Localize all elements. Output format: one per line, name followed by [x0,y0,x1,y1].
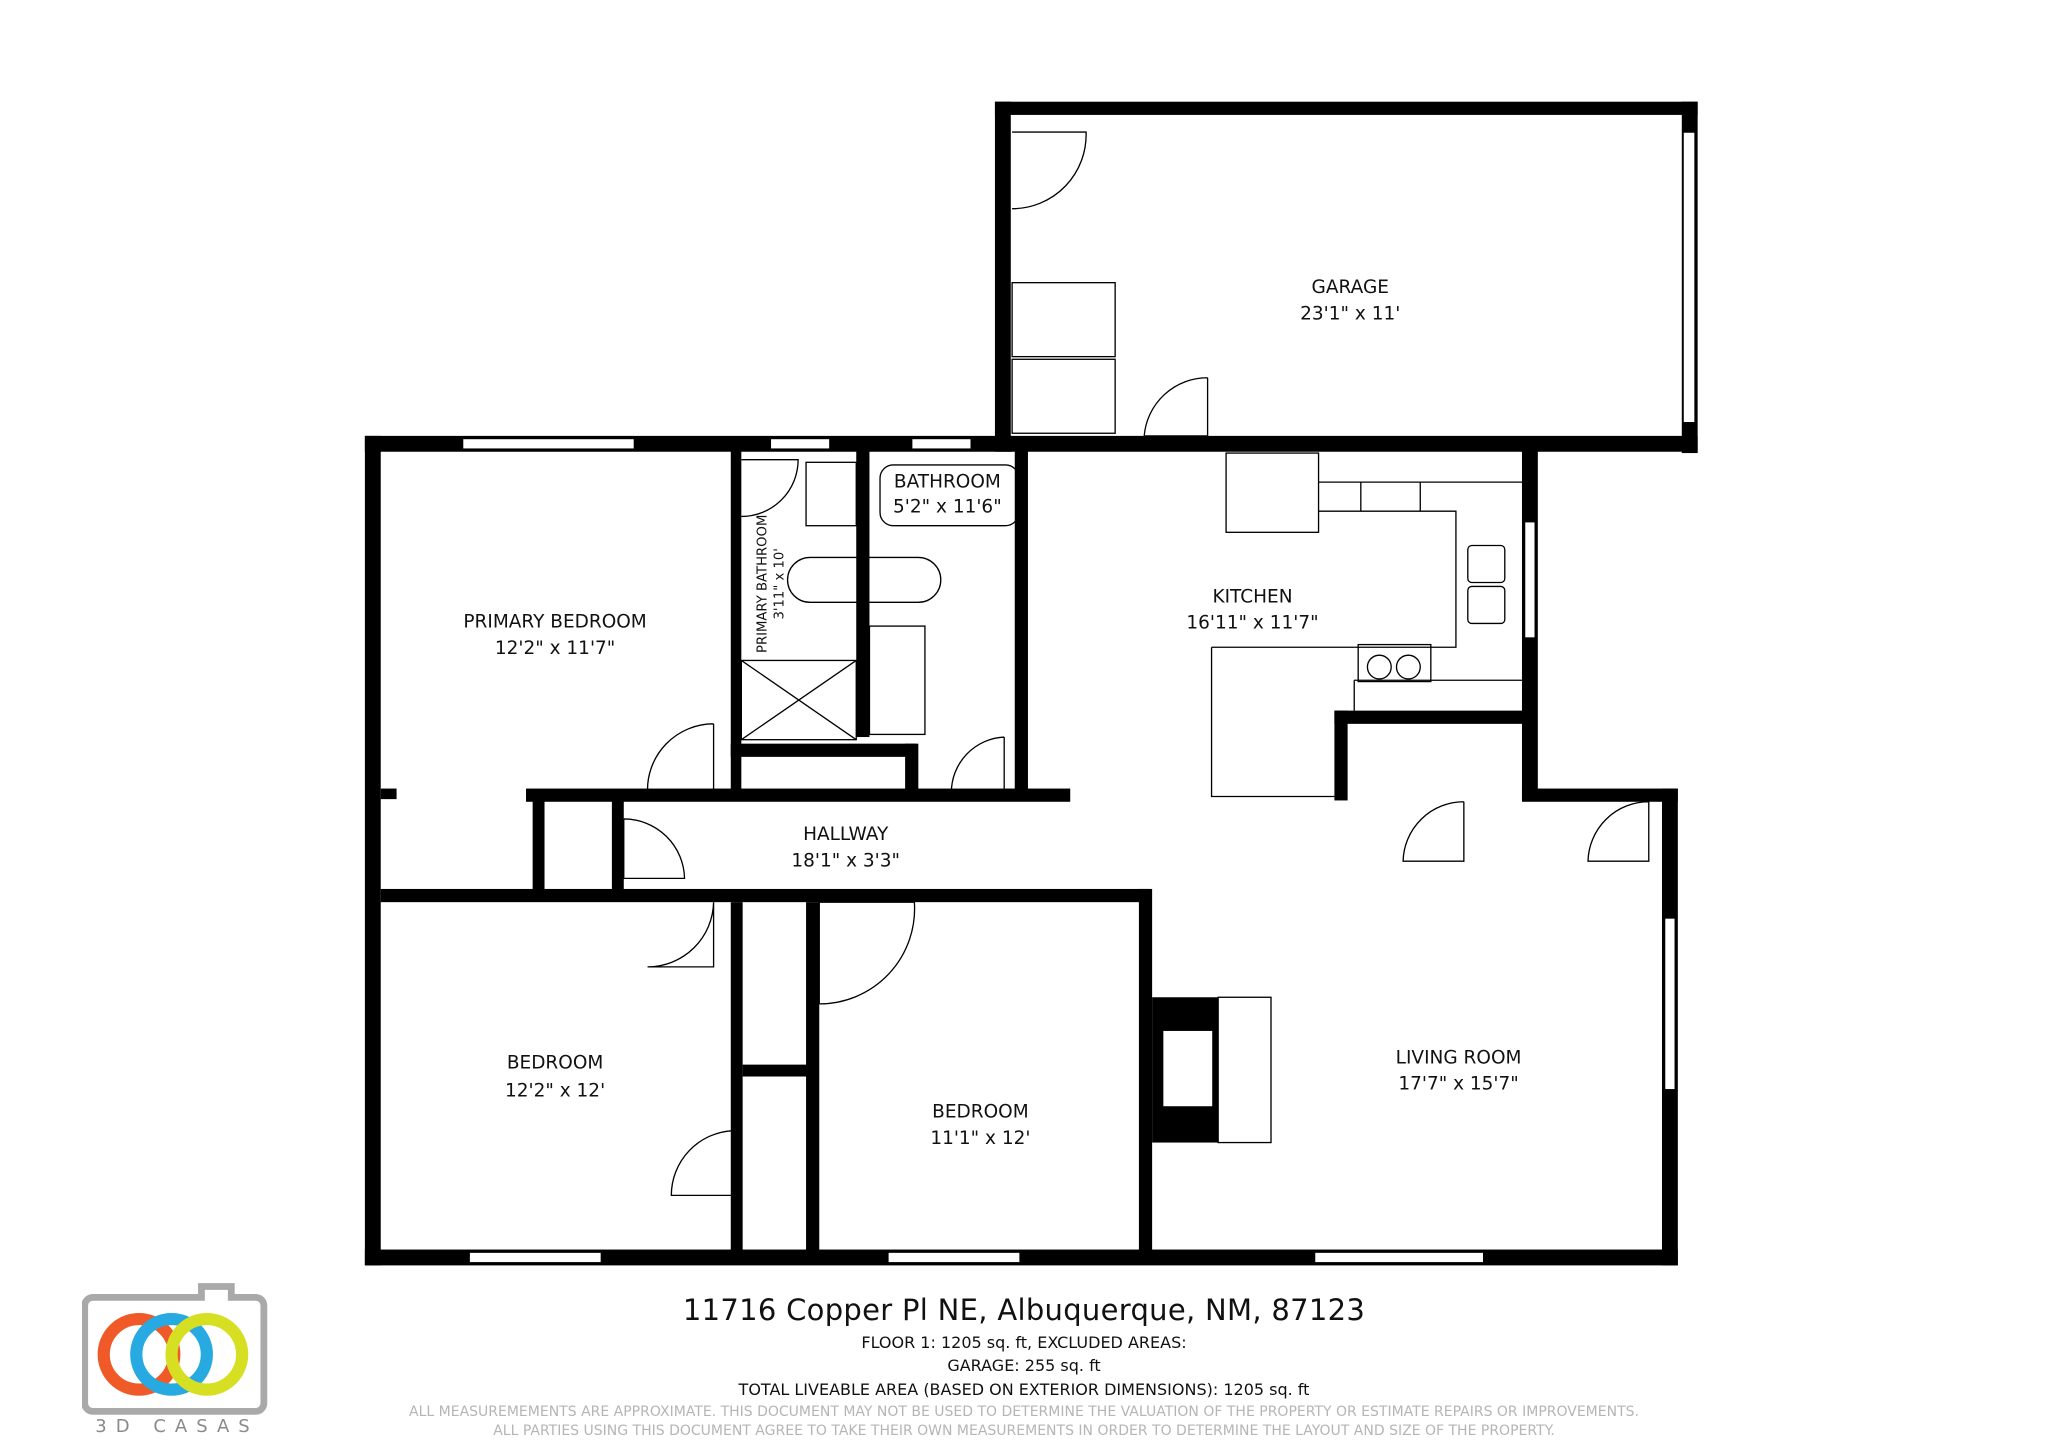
hallway-dims: 18'1" x 3'3" [791,850,900,871]
primary-bathroom-dims: 3'11" x 10' [773,548,788,619]
living-room-dims: 17'7" x 15'7" [1398,1074,1518,1095]
garage-dims: 23'1" x 11' [1300,304,1400,325]
kitchen-dims: 16'11" x 11'7" [1186,613,1318,634]
disclaimer-line-1: ALL MEASUREMEMENTS ARE APPROXIMATE. THIS… [409,1404,1639,1420]
primary-bedroom-label: PRIMARY BEDROOM [463,611,646,632]
logo-text: 3D CASAS [95,1416,259,1437]
bedroom-2-dims: 12'2" x 12' [505,1080,605,1101]
primary-bathroom-label: PRIMARY BATHROOM [755,515,770,653]
bathroom-dims: 5'2" x 11'6" [893,496,1002,517]
yellow-ring-icon [165,1312,249,1396]
camera-frame-icon [82,1283,268,1415]
blue-ring-icon [130,1312,213,1396]
garage-area-line: GARAGE: 255 sq. ft [947,1356,1101,1375]
hallway-label: HALLWAY [803,824,889,845]
bathroom-label: BATHROOM [894,471,1001,492]
bedroom-2-label: BEDROOM [507,1053,603,1074]
fixtures [740,282,1522,1144]
bedroom-3-dims: 11'1" x 12' [930,1128,1030,1149]
company-logo [82,1283,268,1415]
living-room-label: LIVING ROOM [1396,1047,1522,1068]
doors [623,131,1650,1197]
floor-area-line: FLOOR 1: 1205 sq. ft, EXCLUDED AREAS: [861,1333,1187,1352]
garage-label: GARAGE [1312,277,1389,298]
windows [461,131,1696,1264]
primary-bedroom-dims: 12'2" x 11'7" [495,638,615,659]
kitchen-label: KITCHEN [1212,586,1292,607]
property-address: 11716 Copper Pl NE, Albuquerque, NM, 871… [682,1293,1366,1327]
disclaimer-line-2: ALL PARTIES USING THIS DOCUMENT AGREE TO… [493,1423,1555,1439]
bedroom-3-label: BEDROOM [932,1101,1028,1122]
total-area-line: TOTAL LIVEABLE AREA (BASED ON EXTERIOR D… [738,1380,1310,1399]
